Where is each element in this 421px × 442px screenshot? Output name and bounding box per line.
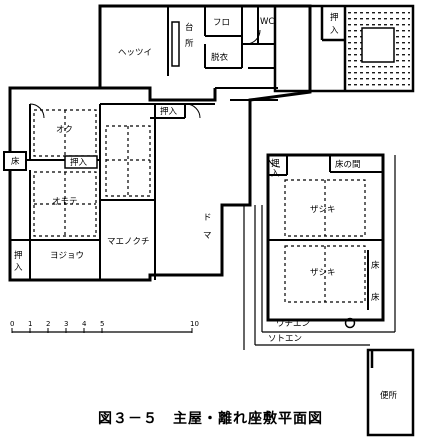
label-doma-2: マ <box>203 231 212 241</box>
label-zashiki-2: ザシキ <box>310 268 336 278</box>
label-oshiire-small: 押入 <box>70 157 88 168</box>
label-toko-no-ma: 床の間 <box>335 159 361 170</box>
room-labels: ヘッツイ 台 所 フロ WC 脱衣 押 入 押入 オク 床 押入 オモテ ド マ… <box>11 12 398 401</box>
connector-corridor <box>215 87 278 101</box>
label-doma-1: ド <box>203 213 212 223</box>
zashiki-fixture <box>344 317 356 329</box>
label-uchien: ウチエン <box>276 319 310 329</box>
main-partitions <box>10 103 215 280</box>
label-oku: オク <box>56 125 73 135</box>
label-oshiire-top-2: 入 <box>330 26 339 36</box>
scale-tick-label: 4 <box>82 320 87 328</box>
label-datsui: 脱衣 <box>211 52 229 63</box>
label-yuka-left: 床 <box>11 156 20 167</box>
label-oshiire-left-2: 入 <box>14 263 23 273</box>
label-daidokoro-2: 所 <box>185 38 194 49</box>
verandas <box>243 155 396 350</box>
door-arcs <box>29 29 281 168</box>
upper-right-wing <box>273 4 415 93</box>
tatami-inner <box>361 27 395 63</box>
kitchen-counter <box>171 21 180 67</box>
figure-caption: 図３－５ 主屋・離れ座敷平面図 <box>98 411 323 427</box>
zashiki-partitions <box>268 155 383 310</box>
tokonoma-left-box <box>3 151 27 171</box>
oshiire-small-box <box>64 155 98 169</box>
scale-tick-label: 2 <box>46 320 50 328</box>
label-oshiire-top-1: 押 <box>330 12 339 23</box>
scale-bar: 0 1 2 3 4 5 10 <box>10 320 199 333</box>
scale-tick-label: 1 <box>28 320 32 328</box>
label-oshiire-right-1: 押 <box>271 158 280 169</box>
scale-tick-label: 0 <box>10 320 14 328</box>
tatami-dashes-main <box>33 109 151 237</box>
toilet-annex <box>366 348 415 437</box>
scale-tick-label: 3 <box>64 320 68 328</box>
label-wc: WC <box>260 17 274 27</box>
label-yuka-right-2: 床 <box>371 292 380 303</box>
label-benjo: 便所 <box>380 390 398 401</box>
detached-zashiki-walls <box>266 153 385 322</box>
label-oshiire-mid: 押入 <box>160 106 178 117</box>
label-oshiire-left-1: 押 <box>14 250 23 261</box>
scale-ticks: 0 1 2 3 4 5 10 <box>10 320 199 333</box>
main-house-walls <box>8 4 312 282</box>
label-daidokoro-1: 台 <box>185 22 194 33</box>
label-yuka-right-1: 床 <box>371 260 380 271</box>
label-heztsui: ヘッツイ <box>118 48 152 58</box>
label-maenokuchi: マエノクチ <box>107 237 150 247</box>
label-omote: オモテ <box>52 197 78 207</box>
label-furo: フロ <box>213 18 230 28</box>
scale-tick-label: 10 <box>190 320 199 328</box>
kitchen-block <box>100 5 280 76</box>
label-sotoen: ソトエン <box>268 334 302 344</box>
label-oshiire-right-2: 入 <box>271 169 280 179</box>
label-yojou: ヨジョウ <box>50 251 84 261</box>
scale-tick-label: 5 <box>100 320 104 328</box>
tatami-dashes-zashiki <box>284 179 366 303</box>
label-zashiki-1: ザシキ <box>310 205 336 215</box>
